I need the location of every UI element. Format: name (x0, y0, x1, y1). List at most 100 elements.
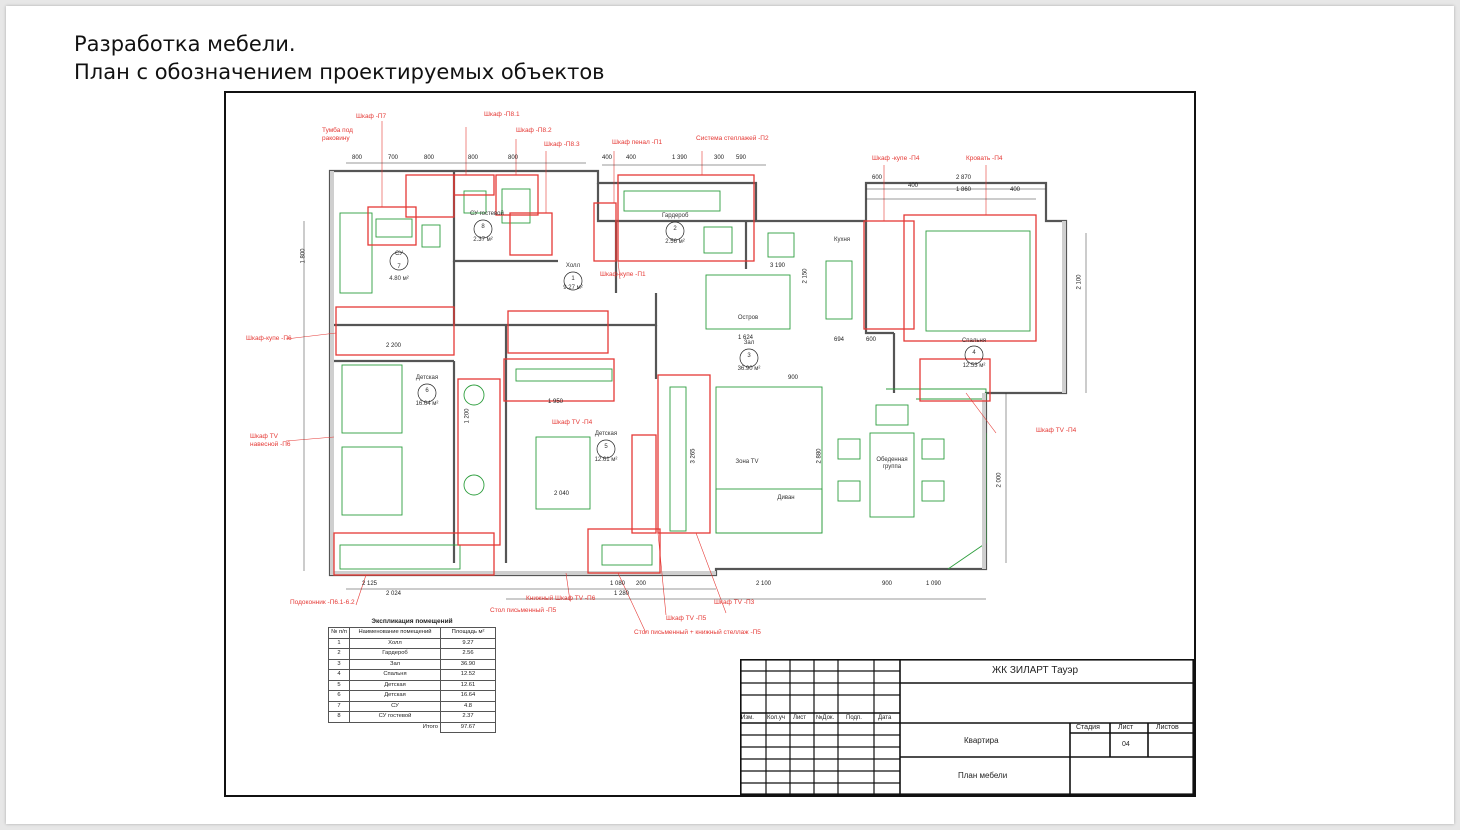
expl-header-name: Наименование помещений (349, 627, 441, 639)
room-1-num: 1 (571, 276, 575, 282)
room-1-name: Холл (565, 263, 581, 269)
label-tv-p4-right: Шкаф TV -П4 (1036, 427, 1077, 434)
cell: 16.64 (440, 690, 496, 702)
room-6-name: Детская (415, 375, 439, 381)
dim-31: 2 100 (1076, 274, 1083, 290)
dim-35: 1 800 (300, 248, 307, 264)
label-kuhnya: Кухня (833, 237, 851, 243)
expl-header-num: № п/п (328, 627, 350, 639)
room-7-area: 4.80 м² (389, 276, 409, 282)
dim-19: 900 (788, 375, 799, 381)
cell: СУ гостевой (349, 711, 441, 723)
room-markers (389, 219, 984, 459)
label-tv-navesnoy: Шкаф TV навесной -П6 (250, 433, 291, 448)
label-kupe-p6: Шкаф-купе -П6 (246, 335, 292, 342)
dim-14: 1 860 (956, 187, 972, 193)
col-izm: Изм. (741, 715, 754, 721)
room-8-area: 2.37 м² (473, 237, 493, 243)
cell: Детская (349, 679, 441, 691)
cell: Детская (349, 690, 441, 702)
wall-fills (330, 171, 1066, 575)
stage-label: Стадия (1076, 724, 1100, 731)
col-list: Лист (793, 715, 807, 721)
dim-27: 2 024 (386, 591, 402, 597)
room-3-num: 3 (747, 353, 751, 359)
label-p81: Шкаф -П8.1 (484, 111, 520, 118)
dim-26: 2 125 (362, 581, 378, 587)
floor-plan-drawing (285, 121, 1087, 634)
dim-4: 800 (468, 155, 479, 161)
cell: 1 (328, 637, 350, 649)
cell: Зал (349, 658, 441, 670)
cell: Спальня (349, 669, 441, 681)
label-p82: Шкаф -П8.2 (516, 127, 552, 134)
cell: Холл (349, 637, 441, 649)
dimension-lines (303, 162, 1087, 600)
dim-16: 2 200 (386, 343, 402, 349)
room-5-num: 5 (604, 444, 608, 450)
sheets-label: Листов (1156, 724, 1179, 731)
leaders (285, 121, 997, 634)
room-2-area: 2.56 м² (665, 239, 685, 245)
cell: 7 (328, 700, 350, 712)
project-name: ЖК ЗИЛАРТ Тауэр (992, 665, 1079, 676)
label-p83: Шкаф -П8.3 (544, 141, 580, 148)
label-kupe-p4: Шкаф -купе -П4 (872, 155, 920, 162)
cell: 5 (328, 679, 350, 691)
dim-32: 2 000 (996, 472, 1003, 488)
dim-24: 200 (636, 581, 647, 587)
dim-38: 600 (866, 337, 877, 343)
dim-23: 1 080 (610, 581, 626, 587)
label-penal: Шкаф пенал -П1 (612, 139, 663, 146)
room-3-area: 36.90 м² (737, 366, 761, 372)
cell: 4 (328, 669, 350, 681)
dim-33: 2 880 (816, 448, 823, 464)
cell: 2.37 (440, 711, 496, 723)
dim-20: 2 100 (756, 581, 772, 587)
label-obed: Обеденная группа (876, 457, 908, 470)
cell: Гардероб (349, 648, 441, 660)
dim-1: 800 (352, 155, 363, 161)
drawing-name: План мебели (958, 771, 1008, 780)
dim-2: 700 (388, 155, 399, 161)
title-block: ЖК ЗИЛАРТ Тауэр Изм. Кол.уч Лист №Док. П… (740, 659, 1194, 795)
col-ndok: №Док. (816, 715, 835, 721)
title-line-1: Разработка мебели. (74, 32, 296, 56)
label-p7: Шкаф -П7 (356, 113, 387, 120)
expl-header-area: Площадь м² (440, 627, 496, 639)
room-8-name: СУ гостевой (470, 211, 504, 217)
cell: 12.61 (440, 679, 496, 691)
label-krovat-p4: Кровать -П4 (966, 155, 1003, 162)
room-4-area: 12.53 м² (962, 363, 986, 369)
cell: 36.90 (440, 658, 496, 670)
dim-21: 900 (882, 581, 893, 587)
dim-6: 400 (602, 155, 613, 161)
label-stol-knizh: Стол письменный + книжный стеллаж -П5 (634, 629, 761, 636)
room-4-name: Спальня (961, 338, 987, 344)
cell: СУ (349, 700, 441, 712)
dim-15: 400 (1010, 187, 1021, 193)
sheet-label: Лист (1118, 724, 1134, 731)
label-tumba: Тумба под раковину (322, 127, 353, 142)
dim-5: 800 (508, 155, 519, 161)
label-tv-p4-room: Шкаф TV -П4 (552, 419, 593, 426)
dim-36: 1 200 (464, 408, 471, 424)
sheet-number: 04 (1122, 741, 1130, 748)
furniture (339, 188, 1031, 570)
room-5-name: Детская (594, 431, 618, 437)
dim-25: 1 280 (614, 591, 630, 597)
dim-7: 400 (626, 155, 637, 161)
title-line-2: План с обозначением проектируемых объект… (74, 60, 605, 84)
label-divan: Диван (777, 495, 795, 501)
explication-title: Экспликация помещений (371, 618, 453, 625)
dim-11: 600 (872, 175, 883, 181)
room-5-area: 12.61 м² (594, 457, 618, 463)
cell: 8 (328, 711, 350, 723)
dim-29: 2 040 (554, 491, 570, 497)
cell: 2.56 (440, 648, 496, 660)
